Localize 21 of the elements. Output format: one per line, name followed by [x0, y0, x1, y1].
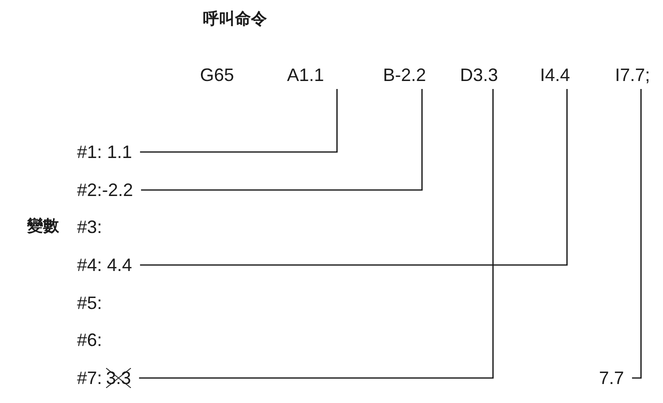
argument-word: I7.7; — [615, 64, 650, 86]
connector-line — [140, 89, 568, 266]
row-heading: 變數 — [27, 216, 59, 237]
variable-label: #3: — [77, 216, 102, 238]
argument-word: A1.1 — [287, 64, 324, 86]
heading: 呼叫命令 — [203, 9, 267, 30]
variable-value: #4: 4.4 — [77, 254, 132, 276]
argument-word: B-2.2 — [383, 64, 426, 86]
connector-line — [139, 89, 494, 379]
argument-word: D3.3 — [460, 64, 498, 86]
variable-label: #7: — [77, 368, 102, 388]
variable-value: #1: 1.1 — [77, 141, 132, 163]
connector-line — [632, 89, 642, 379]
value-text: 7.7 — [599, 367, 624, 389]
connector-line — [140, 89, 338, 153]
variable-label: #5: — [77, 292, 102, 314]
argument-word: I4.4 — [540, 64, 570, 86]
connector-line — [141, 89, 423, 191]
command-word: G65 — [200, 64, 234, 86]
variable-value: #2:-2.2 — [77, 179, 134, 201]
variable-label: #6: — [77, 329, 102, 351]
